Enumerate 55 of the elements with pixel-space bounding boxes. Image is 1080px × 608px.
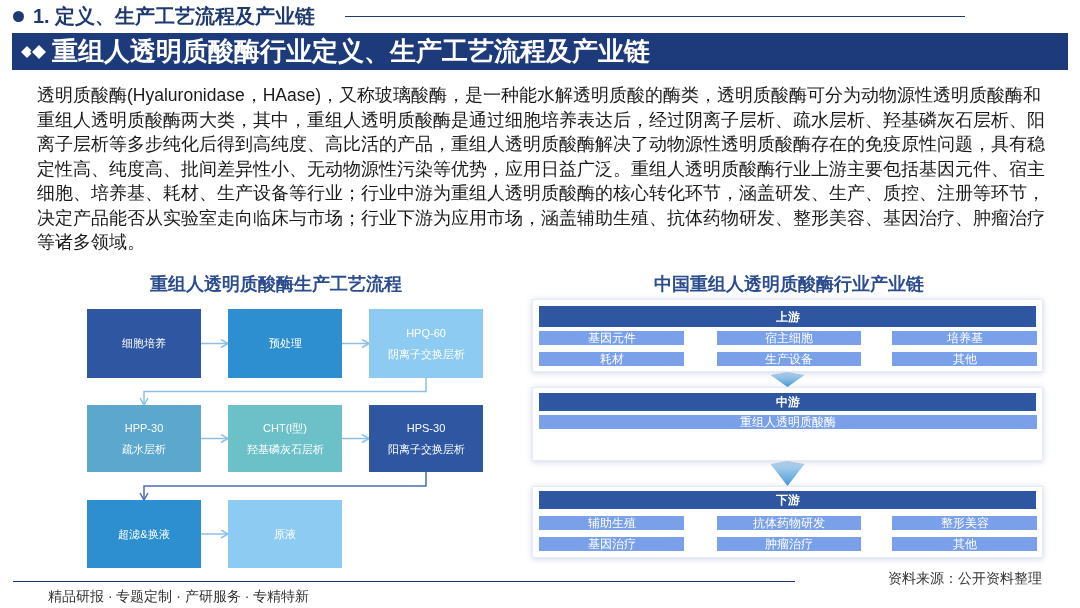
source-note: 资料来源：公开资料整理: [888, 569, 1042, 588]
stage-panel: [532, 299, 1043, 372]
step-label: 阳离子交换层析: [387, 442, 465, 456]
process-box: [87, 500, 201, 568]
step-code: HPS-30: [406, 421, 446, 435]
step-label: 原液: [274, 527, 296, 541]
step-label: 预处理: [268, 337, 302, 350]
category-bar: 其他: [892, 537, 1037, 551]
category-bar: 基因治疗: [539, 537, 684, 551]
category-bar: 抗体药物研发: [717, 516, 861, 530]
flow-arrow: [139, 471, 427, 501]
category-bar: 肿瘤治疗: [717, 537, 861, 551]
process-box: [369, 309, 483, 378]
process-box: [228, 500, 342, 568]
step-label: 疏水层析: [122, 442, 166, 456]
process-box: [369, 405, 483, 472]
chevron-arrow: [770, 461, 805, 486]
stage-header: 下游: [539, 491, 1036, 509]
intro-paragraph: 透明质酸酶(Hyaluronidase，HAase)，又称玻璃酸酶，是一种能水解透明质酸的酶类，透明质酸酶可分为动物源性透明质酸酶和重组人透明质酸酶两大类，其中，重组人透明质酸酶是通过细胞培养表达后，经过阴离子层析、疏水层析、羟基磷灰石层析、阳离子层析等多步纯化后得到高纯度、高比活的产品，重组人透明质酸酶解决了动物源性透明质酸酶存在的免疫原性问题，具有稳定性高、纯度高、批间差异性小、无动物源性污染等优势，应用日益广泛。重组人透明质酸酶行业上游主要包括基因元件、宿主细胞、培养基、耗材、生产设备等行业；行业中游为重组人透明质酸酶的核心转化环节，涵盖研发、生产、质控、注册等环节，决定产品能否从实验室走向临床与市场；行业下游为应用市场，涵盖辅助生殖、抗体药物研发、整形美容、基因治疗、肿瘤治疗等诸多领域。: [37, 84, 1046, 254]
category-bar: 生产设备: [717, 352, 861, 366]
flow-arrow: [341, 433, 370, 444]
flow-arrow: [139, 377, 427, 406]
flow-arrow: [200, 433, 229, 444]
stage-panel: [532, 387, 1043, 461]
step-label: 羟基磷灰石层析: [246, 442, 324, 456]
banner-title: 重组人透明质酸酶行业定义、生产工艺流程及产业链: [52, 35, 650, 67]
category-bar: 耗材: [539, 352, 684, 366]
step-label: 阴离子交换层析: [387, 347, 465, 361]
step-label: 超滤&换液: [118, 527, 170, 541]
category-bar: 培养基: [892, 331, 1037, 345]
step-code: CHT(Ⅰ型): [263, 421, 307, 435]
category-bar: 重组人透明质酸酶: [539, 415, 1037, 429]
step-code: HPQ-60: [406, 326, 446, 340]
category-bar: 基因元件: [539, 331, 684, 345]
category-bar: 整形美容: [892, 516, 1037, 530]
flow-arrow: [200, 338, 229, 349]
process-box: [228, 405, 342, 472]
flow-arrow: [200, 529, 229, 539]
stage-panel: [532, 486, 1043, 558]
category-bar: 宿主细胞: [717, 331, 861, 345]
footer-services: 精品研报 · 专题定制 · 产研服务 · 专精特新: [48, 587, 310, 606]
flow-arrow: [341, 338, 370, 349]
chevron-arrow: [770, 372, 805, 387]
category-bar: 其他: [892, 352, 1037, 366]
process-box: [228, 309, 342, 378]
chain-title: 中国重组人透明质酸酶行业产业链: [653, 273, 925, 296]
category-bar: 辅助生殖: [539, 516, 684, 530]
stage-header: 上游: [539, 306, 1036, 327]
process-box: [87, 405, 201, 472]
process-box: [87, 309, 201, 378]
step-label: 细胞培养: [122, 337, 166, 350]
section-heading: 1. 定义、生产工艺流程及产业链: [33, 4, 316, 29]
stage-header: 中游: [539, 393, 1036, 411]
flow-title: 重组人透明质酸酶生产工艺流程: [149, 273, 403, 296]
step-code: HPP-30: [124, 421, 164, 435]
